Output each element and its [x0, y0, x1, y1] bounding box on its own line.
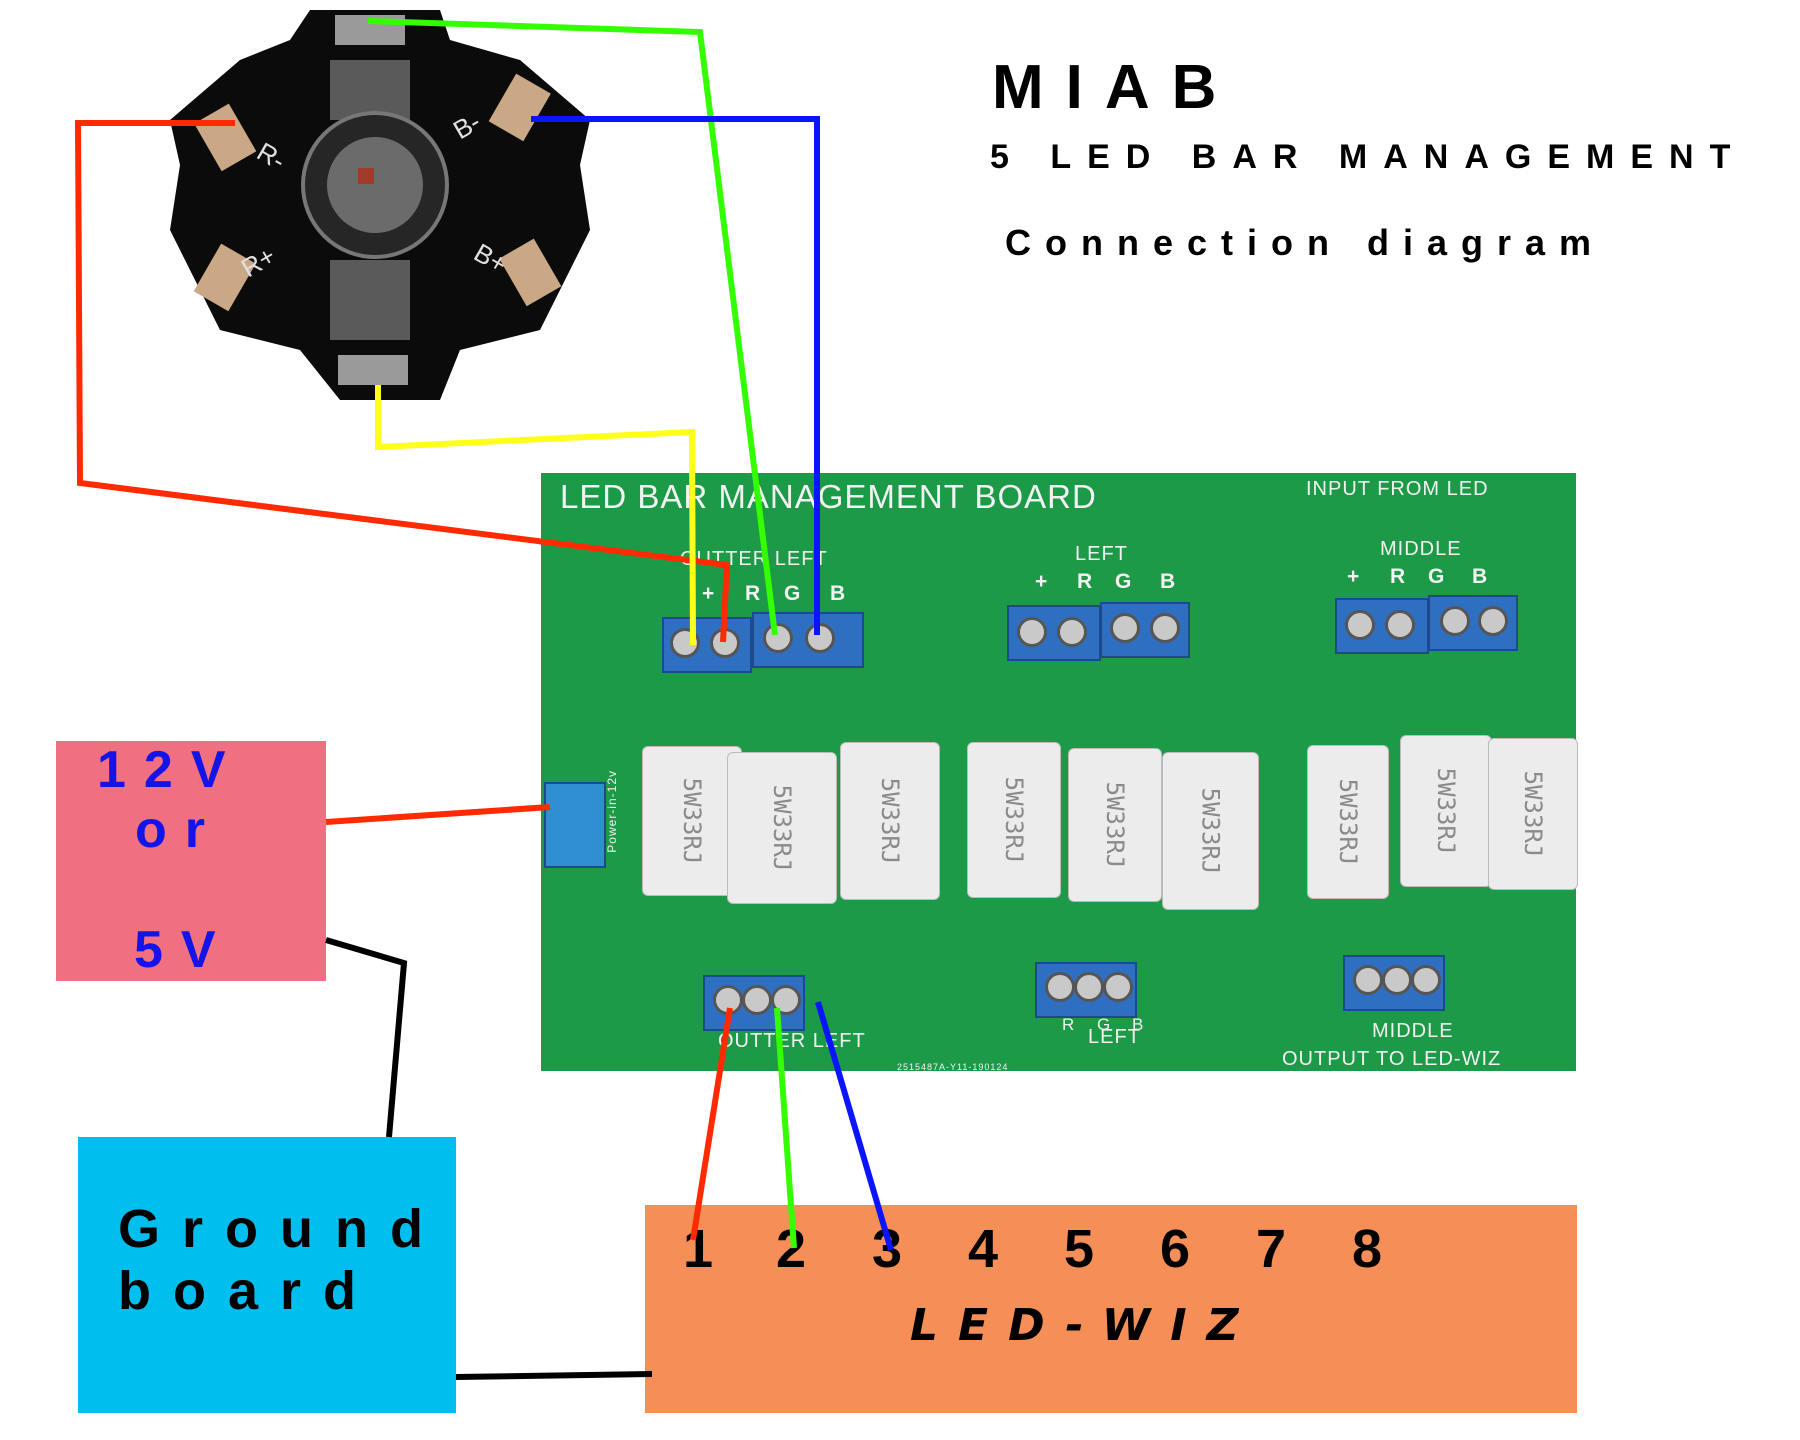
pad-r-plus	[193, 243, 256, 312]
output-label: OUTPUT TO LED-WIZ	[1282, 1048, 1502, 1070]
psu-or: or	[135, 801, 223, 859]
terminal-screw	[1478, 606, 1508, 636]
resistor: 5W33RJ	[1400, 735, 1492, 887]
ground-board-label-1: Ground	[118, 1199, 445, 1259]
output-group-label: LEFT	[1088, 1026, 1141, 1048]
green-wire-g	[367, 18, 778, 636]
blue-wire-output-3	[815, 1001, 894, 1251]
input-group-label: LEFT	[1075, 543, 1128, 565]
terminal-screw	[1110, 613, 1140, 643]
led-wiz-output-8: 8	[1352, 1219, 1383, 1279]
led-wiz-output-6: 6	[1160, 1219, 1191, 1279]
terminal-screw	[1440, 606, 1470, 636]
resistor: 5W33RJ	[1307, 745, 1389, 899]
resistor: 5W33RJ	[967, 742, 1061, 898]
pin-label: R	[1077, 570, 1093, 593]
pin-label: R	[745, 582, 761, 605]
pin-label: G	[784, 582, 801, 605]
resistor: 5W33RJ	[727, 752, 837, 904]
terminal-screw	[1382, 965, 1412, 995]
terminal-screw	[1150, 613, 1180, 643]
pin-label: G	[1097, 1015, 1112, 1034]
lead-bottom	[330, 260, 410, 340]
terminal-screw	[1353, 965, 1383, 995]
resistor: 5W33RJ	[1488, 738, 1578, 890]
pin-label: +	[702, 582, 715, 605]
terminal-screw	[763, 623, 793, 653]
terminal-screw	[1074, 972, 1104, 1002]
yellow-wire-plus	[375, 385, 696, 646]
terminal-screw	[1045, 972, 1075, 1002]
lead-top	[330, 60, 410, 120]
black-wire-ledwiz-ground	[455, 1371, 653, 1380]
pad-b-minus	[488, 73, 551, 142]
red-wire-output-1	[690, 1007, 733, 1241]
board-title: LED BAR MANAGEMENT BOARD	[560, 478, 1097, 515]
red-wire-power	[325, 804, 551, 825]
led-die	[327, 137, 423, 233]
pad-bottom	[338, 355, 408, 385]
pin-label: B	[1160, 570, 1176, 593]
psu-voltage-5v: 5V	[134, 921, 234, 979]
led-wiz-output-4: 4	[968, 1219, 999, 1279]
pin-label: G	[1428, 565, 1445, 588]
terminal-screw	[771, 985, 801, 1015]
terminal-screw	[742, 985, 772, 1015]
pin-label: +	[1347, 565, 1360, 588]
output-group-label: MIDDLE	[1372, 1020, 1454, 1042]
input-label: INPUT FROM LED	[1306, 478, 1489, 500]
green-wire-output-2	[774, 1007, 797, 1249]
led-wiz-output-7: 7	[1256, 1219, 1287, 1279]
terminal-screw	[1057, 617, 1087, 647]
pin-label: G	[1115, 570, 1132, 593]
diagram-title: MIAB	[992, 53, 1239, 122]
pin-label: +	[1035, 570, 1048, 593]
blue-wire-b	[531, 116, 820, 635]
terminal-screw	[1345, 610, 1375, 640]
resistor: 5W33RJ	[642, 746, 742, 896]
pin-label: B	[1472, 565, 1488, 588]
led-wiz-output-5: 5	[1064, 1219, 1095, 1279]
red-chip	[358, 168, 374, 184]
terminal-screw	[1017, 617, 1047, 647]
power-in-terminal	[544, 782, 606, 868]
pin-label: R	[1390, 565, 1406, 588]
ground-board-label-2: board	[118, 1261, 379, 1321]
terminal-screw	[1411, 965, 1441, 995]
power-supply-box	[56, 741, 326, 981]
terminal-screw	[1103, 972, 1133, 1002]
red-wire-r-minus	[74, 120, 731, 643]
black-wire-psu-ground	[325, 937, 408, 1138]
terminal-screw	[1385, 610, 1415, 640]
pin-label: B	[1132, 1015, 1145, 1034]
led-wiz-output-1: 1	[683, 1219, 714, 1279]
led-wiz-label: LED-WIZ	[910, 1300, 1259, 1351]
pin-label: R	[1062, 1015, 1076, 1034]
resistor: 5W33RJ	[1068, 748, 1162, 902]
pin-label: B	[830, 582, 846, 605]
pad-b-plus	[499, 238, 562, 307]
resistor: 5W33RJ	[840, 742, 940, 900]
led-wiz-box	[645, 1205, 1577, 1413]
psu-voltage-12v: 12V	[97, 741, 244, 799]
input-group-label: MIDDLE	[1380, 538, 1462, 560]
resistor: 5W33RJ	[1162, 752, 1259, 910]
part-code: 2515487A-Y11-190124	[897, 1062, 1009, 1072]
diagram-subtitle: 5 LED BAR MANAGEMENT	[990, 138, 1747, 176]
diagram-caption: Connection diagram	[1005, 222, 1606, 263]
ground-board-box	[78, 1137, 456, 1413]
